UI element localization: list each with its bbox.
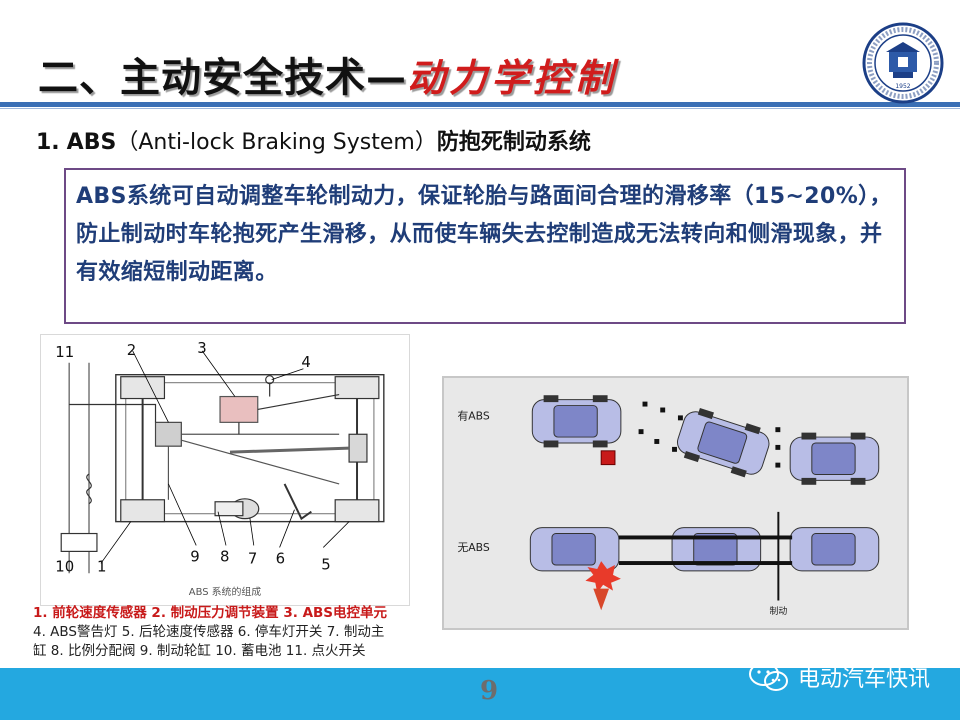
- car-with-abs-end: [789, 432, 880, 485]
- car-with-abs-swerve: [677, 407, 770, 478]
- title-divider-thin: [0, 108, 960, 109]
- legend-line-1: 1. 前轮速度传感器 2. 制动压力调节装置 3. ABS电控单元: [33, 605, 388, 621]
- title-accent: 动力学控制: [407, 54, 618, 100]
- without-abs-label: 无ABS: [457, 541, 489, 554]
- diagram-num-1: 1: [97, 557, 106, 575]
- wechat-icon: [749, 662, 788, 691]
- diagram-num-4: 4: [301, 353, 310, 371]
- page-number: 9: [480, 676, 499, 706]
- title-main: 二、主动安全技术—: [38, 55, 407, 101]
- title-divider: [0, 102, 960, 107]
- car-without-abs-3: [789, 527, 880, 572]
- collision-burst: [585, 561, 621, 593]
- diagram-num-5: 5: [321, 555, 330, 573]
- diagram-num-6: 6: [276, 549, 285, 567]
- diagram-num-9: 9: [190, 547, 199, 565]
- wechat-account: 电动汽车快讯: [748, 660, 930, 694]
- abs-comparison-diagram: 制动 有ABS 无ABS: [442, 376, 909, 630]
- heading-full-name: Anti-lock Braking System: [138, 130, 415, 155]
- section-heading: 1. ABS（Anti-lock Braking System）防抱死制动系统: [36, 124, 591, 156]
- diagram-num-8: 8: [220, 547, 229, 565]
- slide-title: 二、主动安全技术— 动力学控制: [38, 44, 617, 104]
- car-without-abs-1: [529, 527, 620, 572]
- diagram-num-3: 3: [197, 339, 206, 357]
- heading-paren-close: ）: [414, 130, 437, 155]
- car-with-abs-start: [531, 395, 622, 448]
- with-abs-label: 有ABS: [457, 408, 489, 422]
- description-text: ABS系统可自动调整车轮制动力，保证轮胎与路面间合理的滑移率（15~20%），防…: [76, 184, 892, 285]
- abs-components-diagram: 11 2 3 4 10 1 9 8 7 6 5 ABS 系统的组成: [40, 334, 410, 606]
- diagram-num-2: 2: [127, 341, 136, 359]
- svg-text:1952: 1952: [895, 83, 910, 90]
- legend-line-3: 缸 8. 比例分配阀 9. 制动轮缸 10. 蓄电池 11. 点火开关: [33, 643, 366, 659]
- heading-number: 1.: [36, 130, 60, 155]
- description-box: ABS系统可自动调整车轮制动力，保证轮胎与路面间合理的滑移率（15~20%），防…: [64, 168, 906, 324]
- obstacle-marker: [600, 450, 616, 466]
- brake-point-label: 制动: [770, 605, 788, 617]
- university-seal-icon: 1952: [862, 22, 944, 104]
- component-legend: 1. 前轮速度传感器 2. 制动压力调节装置 3. ABS电控单元 4. ABS…: [33, 604, 433, 661]
- heading-cn-name: 防抱死制动系统: [436, 130, 591, 155]
- legend-line-2: 4. ABS警告灯 5. 后轮速度传感器 6. 停车灯开关 7. 制动主: [33, 624, 385, 640]
- heading-paren-open: （: [116, 130, 139, 155]
- wechat-account-name: 电动汽车快讯: [798, 667, 931, 692]
- footer-bar: [0, 668, 960, 720]
- diagram-num-7: 7: [248, 549, 257, 567]
- diagram-num-10: 10: [55, 557, 74, 575]
- diagram-num-11: 11: [55, 343, 74, 361]
- heading-abbr: ABS: [66, 130, 117, 155]
- diagram-caption: ABS 系统的组成: [189, 585, 261, 598]
